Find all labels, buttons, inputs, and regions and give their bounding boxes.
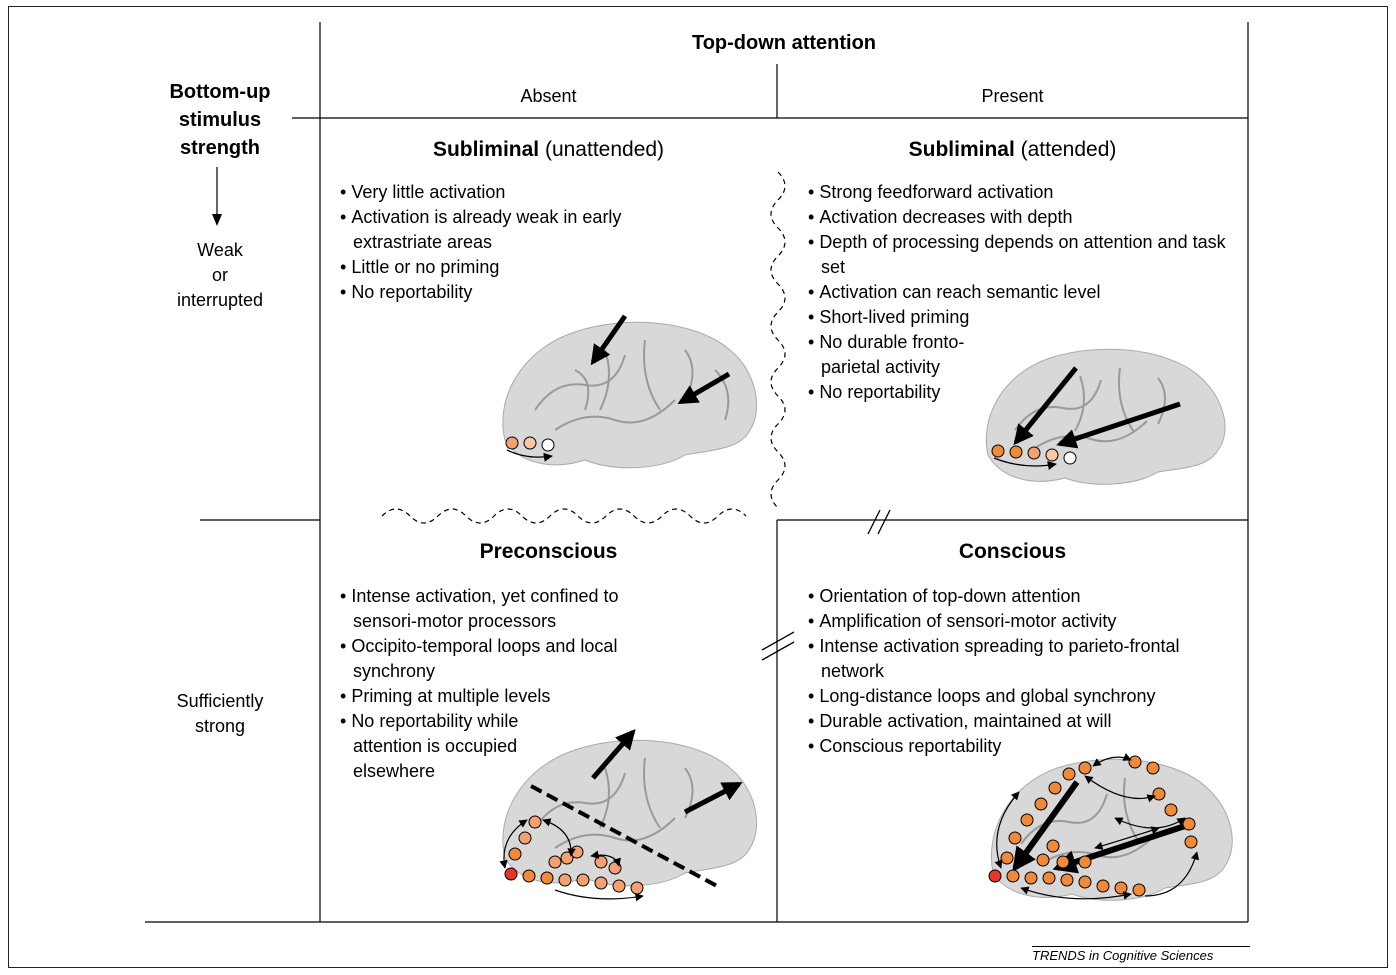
activation-arrow — [1012, 780, 1080, 872]
activation-arrow — [677, 371, 731, 405]
activation-node — [991, 444, 1005, 458]
title-subliminal-attended: Subliminal (attended) — [908, 138, 1117, 161]
list-item: Strong feedforward activation — [808, 180, 1228, 205]
list-item: Short-lived priming — [808, 305, 1228, 330]
list-item: Intense activation, yet confined to sens… — [340, 584, 685, 634]
title-preconscious: Preconscious — [479, 540, 618, 563]
activation-node — [1063, 451, 1077, 465]
list-item: Conscious reportability — [808, 734, 1233, 759]
flow-arrow — [993, 457, 1057, 470]
activation-arrow — [590, 314, 628, 366]
column-present: Present — [981, 86, 1044, 106]
bullets-preconscious: Intense activation, yet confined to sens… — [340, 584, 685, 784]
list-item: Intense activation spreading to parieto-… — [808, 634, 1201, 684]
brain-outline — [985, 348, 1226, 485]
figure-frame — [8, 6, 1388, 968]
activation-arrow — [1013, 366, 1078, 446]
bullets-subliminal-attended: Strong feedforward activation Activation… — [808, 180, 1228, 405]
bullets-conscious: Orientation of top-down attention Amplif… — [808, 584, 1233, 759]
list-item: Depth of processing depends on attention… — [808, 230, 1228, 280]
title-conscious: Conscious — [958, 540, 1067, 563]
activation-arrow — [1056, 401, 1181, 449]
activation-node — [1045, 448, 1059, 462]
list-item: Very little activation — [340, 180, 640, 205]
brain-conscious — [988, 753, 1233, 901]
title-subliminal-unattended: Subliminal (unattended) — [432, 138, 665, 161]
loop-arrows — [994, 753, 1200, 900]
activation-node — [1009, 445, 1023, 459]
list-item: Amplification of sensori-motor activity — [808, 609, 1233, 634]
list-item: Activation is already weak in early extr… — [340, 205, 640, 255]
brain-preconscious — [499, 728, 758, 902]
activation-node — [541, 438, 555, 452]
list-item: Activation decreases with depth — [808, 205, 1228, 230]
list-item: Little or no priming — [340, 255, 640, 280]
list-item: Long-distance loops and global synchrony — [808, 684, 1233, 709]
list-item: Occipito-temporal loops and local synchr… — [340, 634, 685, 684]
source-credit: TRENDS in Cognitive Sciences — [1032, 946, 1250, 963]
bullets-subliminal-unattended: Very little activation Activation is alr… — [340, 180, 640, 305]
flow-arrow — [506, 449, 553, 462]
list-item: Durable activation, maintained at will — [808, 709, 1233, 734]
activation-node — [505, 436, 519, 450]
break-marks — [761, 509, 891, 661]
brain-gyri — [534, 339, 730, 431]
brain-outline — [502, 321, 758, 469]
list-item: Orientation of top-down attention — [808, 584, 1233, 609]
loop-arrows — [499, 818, 644, 902]
list-item: No durable fronto-parietal activity — [808, 330, 1021, 380]
list-item: No reportability while attention is occu… — [340, 709, 523, 784]
wavy-boundary-vertical — [770, 171, 786, 509]
brain-subliminal-attended — [985, 348, 1226, 485]
list-item: Activation can reach semantic level — [808, 280, 1228, 305]
top-down-header: Top-down attention — [691, 32, 877, 54]
wavy-boundary-horizontal — [381, 508, 747, 524]
list-item: No reportability — [340, 280, 640, 305]
bottom-up-header: Bottom-up stimulus strength — [169, 81, 271, 159]
list-item: Priming at multiple levels — [340, 684, 685, 709]
activation-arrow — [591, 728, 636, 780]
brain-gyri — [1014, 367, 1166, 449]
activation-node — [1027, 446, 1041, 460]
brain-outline — [502, 739, 758, 887]
activation-arrow — [683, 781, 743, 815]
column-absent: Absent — [520, 86, 577, 106]
down-arrow-head — [212, 214, 222, 226]
brain-subliminal-unattended — [502, 314, 758, 469]
list-item: No reportability — [808, 380, 1228, 405]
activation-node — [523, 436, 537, 450]
